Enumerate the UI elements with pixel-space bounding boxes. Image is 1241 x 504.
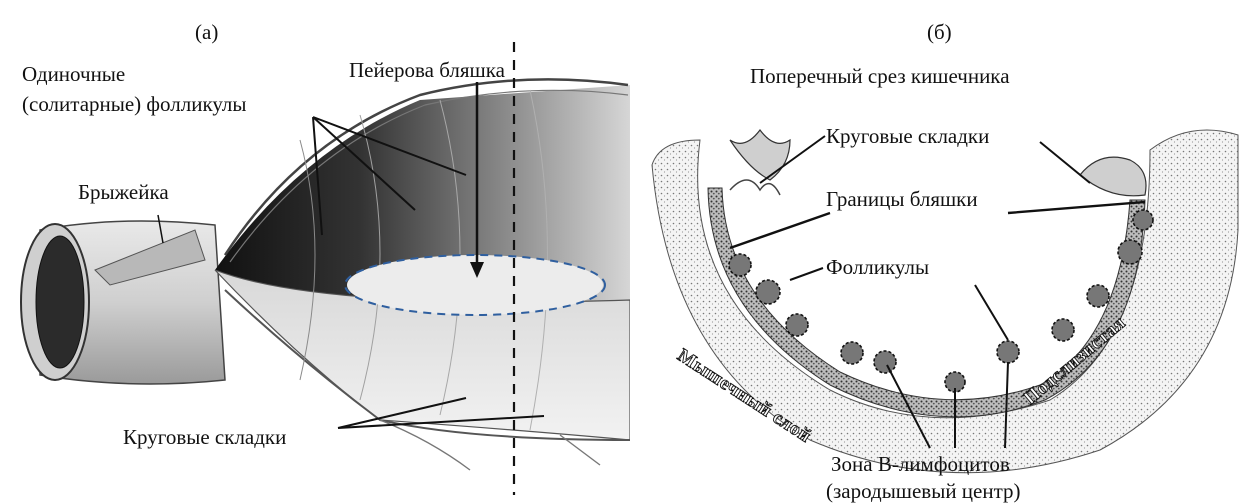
follicles-label: Фолликулы	[826, 255, 929, 279]
circular-fold-left	[730, 130, 790, 180]
circular-folds-label-b: Круговые складки	[826, 124, 989, 148]
peyer-patch-label: Пейерова бляшка	[349, 58, 505, 82]
solitary-follicles-label-line1: Одиночные	[22, 62, 125, 86]
cross-section-title: Поперечный срез кишечника	[750, 64, 1010, 88]
patch-borders-label: Границы бляшки	[826, 187, 978, 211]
follicle	[874, 351, 896, 373]
follicle	[1118, 240, 1142, 264]
panel-a-intestine-drawing: (а) Одиночные (солитарные) фолликулы Бры…	[0, 0, 630, 504]
circular-fold-right	[1080, 157, 1146, 196]
panel-b-letter: (б)	[927, 20, 952, 44]
b-zone-label-line1: Зона В-лимфоцитов	[831, 452, 1010, 476]
follicle	[786, 314, 808, 336]
follicle	[841, 342, 863, 364]
panel-a-letter: (а)	[195, 20, 218, 44]
follicle	[1087, 285, 1109, 307]
follicle	[729, 254, 751, 276]
panel-b-cross-section: (б) Поперечный срез кишечника Круговые с…	[630, 0, 1241, 504]
solitary-follicles-label-line2: (солитарные) фолликулы	[22, 92, 247, 116]
b-zone-label-line2: (зародышевый центр)	[826, 479, 1021, 503]
follicle	[756, 280, 780, 304]
follicle	[1133, 210, 1153, 230]
circular-folds-label: Круговые складки	[123, 425, 286, 449]
mesentery-label: Брыжейка	[78, 180, 169, 204]
follicle	[1052, 319, 1074, 341]
follicle	[997, 341, 1019, 363]
